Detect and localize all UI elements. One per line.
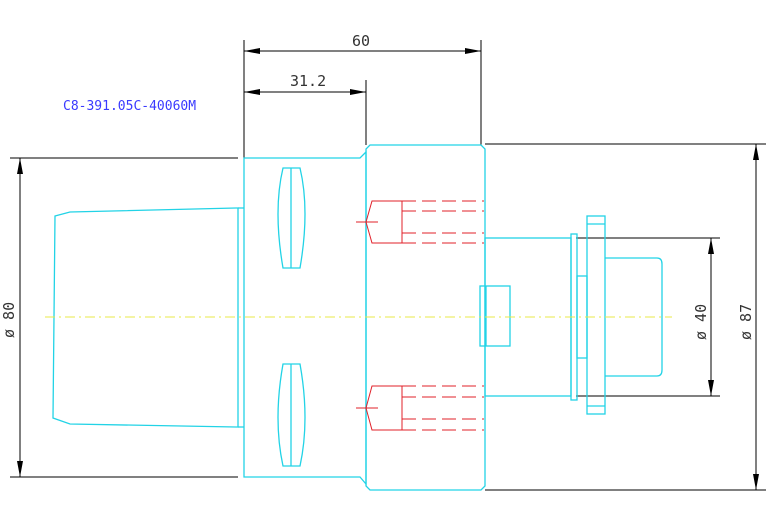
arrowhead <box>465 48 481 54</box>
dimension-diameter-80: ø 80 <box>0 157 238 478</box>
end-cap <box>605 257 663 377</box>
arrowhead <box>17 158 23 174</box>
arrowhead <box>753 474 759 490</box>
dimension-label-60: 60 <box>352 32 370 50</box>
spigot-key <box>479 285 511 347</box>
arrowhead <box>244 89 260 95</box>
dimension-diameter-87: ø 87 <box>485 143 766 491</box>
dimension-label-dia-80: ø 80 <box>0 302 18 338</box>
part-code-label: C8-391.05C-40060M <box>63 99 196 114</box>
arrowhead <box>753 144 759 160</box>
dimension-label-dia-40: ø 40 <box>692 304 710 340</box>
dimension-diameter-40: ø 40 <box>576 237 720 397</box>
arrowhead <box>708 238 714 254</box>
dimension-shank-length: 31.2 <box>244 72 367 145</box>
tapered-nose <box>52 207 239 428</box>
drive-slot-bottom <box>277 363 306 467</box>
arrowhead <box>17 461 23 477</box>
hidden-bore-bottom <box>356 385 484 431</box>
arrowhead <box>350 89 366 95</box>
arrowhead <box>244 48 260 54</box>
hidden-bore-top <box>356 200 484 244</box>
dimension-label-dia-87: ø 87 <box>737 304 755 340</box>
dimension-label-31-2: 31.2 <box>290 72 326 90</box>
arrowhead <box>708 380 714 396</box>
drive-slot-top <box>277 167 306 269</box>
flange <box>365 144 486 491</box>
collar-disc <box>586 215 606 415</box>
dimension-overall-length: 60 <box>243 32 482 158</box>
